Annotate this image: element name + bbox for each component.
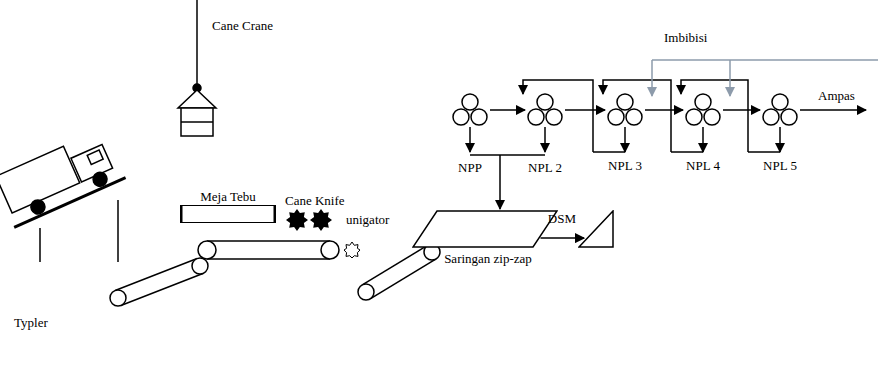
mill-roller: [763, 109, 779, 125]
flow-arrow: [523, 80, 593, 152]
mill-roller: [462, 94, 478, 110]
node-label: Saringan zip-zap: [412, 251, 564, 266]
part-label: Cane Knife: [285, 193, 345, 208]
belt-line: [115, 259, 197, 291]
part-label: NPL 3: [608, 158, 642, 173]
part-label: Typler: [14, 315, 48, 330]
belt-pulley: [321, 241, 339, 259]
part-label: unigator: [346, 212, 389, 227]
unigator-symbol: [344, 242, 360, 258]
flow-connector: [540, 237, 584, 239]
flow-arrow: [779, 127, 781, 152]
part-label: NPL 5: [763, 158, 797, 173]
dsm-text-column: DSM: [548, 211, 576, 226]
mill-roller: [626, 109, 642, 125]
flow-arrow: [645, 109, 683, 111]
recycle-line: [671, 151, 703, 153]
parallelogram-shape: [413, 211, 557, 247]
parallelogram-outline: [412, 210, 558, 248]
mill-rollers: [453, 94, 797, 125]
cane-table: Meja Tebu: [180, 189, 276, 223]
screen-box: Saringan zip-zap: [412, 210, 564, 266]
cane-crane: [178, 0, 216, 136]
triangle-shape: [579, 211, 613, 247]
mill-roller: [608, 109, 624, 125]
belt-pulley: [110, 290, 126, 306]
belt-line: [370, 259, 436, 299]
flow-arrow: [651, 60, 653, 96]
belt-line: [121, 273, 203, 305]
part-label: Imbibisi: [664, 30, 707, 45]
flow-arrow: [624, 127, 626, 152]
recycle-line: [593, 151, 625, 153]
cane-knife-symbol: [286, 209, 332, 231]
mill-roller: [546, 109, 562, 125]
part-label: NPP: [458, 160, 482, 175]
imbibition-line: [652, 59, 878, 61]
belt-pulley: [192, 258, 208, 274]
flow-arrow: [490, 109, 525, 111]
flow-arrow: [499, 155, 501, 209]
flow-arrow: [723, 109, 760, 111]
node-label: Meja Tebu: [180, 189, 276, 204]
flow-arrow: [544, 127, 546, 152]
flow-arrow: [603, 80, 671, 152]
dsm-screen: DSM: [548, 210, 614, 248]
flow-arrow: [565, 109, 605, 111]
mill-roller: [686, 109, 702, 125]
flow-arrow: [729, 60, 731, 96]
belt-pulley: [358, 284, 374, 300]
flow-arrow: [800, 109, 866, 111]
flow-lines: [470, 60, 878, 209]
mill-roller: [528, 109, 544, 125]
part-label: NPL 4: [686, 158, 720, 173]
mill-roller: [537, 94, 553, 110]
conveyor-belts: [110, 241, 440, 306]
mill-roller: [617, 94, 633, 110]
part-label: Ampas: [818, 88, 855, 103]
table-outline: [180, 205, 276, 223]
mill-roller: [695, 94, 711, 110]
belt-pulley: [198, 241, 216, 259]
mill-roller: [781, 109, 797, 125]
node-label: DSM: [548, 211, 576, 226]
mill-roller: [471, 109, 487, 125]
belt-line: [362, 245, 428, 285]
juice-collector: [470, 154, 545, 156]
recycle-line: [748, 151, 780, 153]
triangle-outline: [578, 210, 614, 248]
belt-line: [207, 240, 330, 242]
flow-arrow: [681, 80, 748, 152]
mill-roller: [772, 94, 788, 110]
mill-roller: [704, 109, 720, 125]
flow-arrow: [469, 127, 471, 152]
part-label: NPL 2: [528, 160, 562, 175]
part-label: Cane Crane: [212, 18, 273, 33]
mill-roller: [453, 109, 469, 125]
dsm-row: DSM: [548, 210, 614, 248]
belt-line: [207, 258, 330, 260]
flow-arrow: [702, 127, 704, 152]
truck-tippler: [0, 128, 126, 262]
